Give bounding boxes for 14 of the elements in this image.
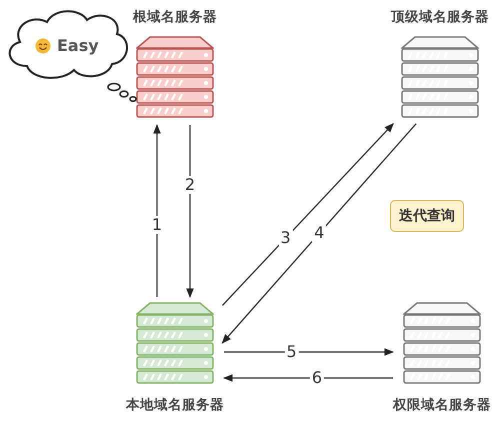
arrow [153,124,161,297]
server-label: 顶级域名服务器 [391,8,489,26]
arrow [224,348,394,356]
note-box: 迭代查询 [390,200,464,232]
arrow [186,125,194,298]
server-label: 权限域名服务器 [393,396,491,414]
arrow [222,123,417,344]
server-label: 本地域名服务器 [126,396,224,414]
cloud-text: Easy [57,36,99,55]
arrow [222,122,394,306]
edge-label: 3 [278,229,293,248]
server-label: 根域名服务器 [133,8,217,26]
arrow [223,374,393,382]
edge-label: 4 [312,224,326,242]
